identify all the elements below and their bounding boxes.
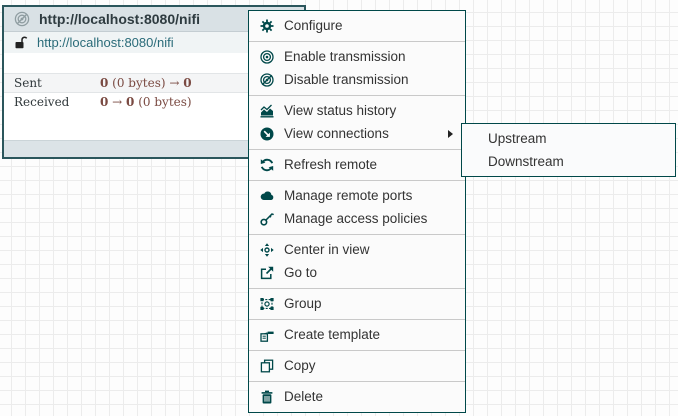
object-group-icon [259, 296, 275, 312]
menu-separator [249, 287, 465, 289]
menu-item-manage-access-policies[interactable]: Manage access policies [249, 207, 465, 230]
context-menu: Configure Enable transmission [248, 10, 466, 413]
rpg-title: http://localhost:8080/nifi [39, 11, 201, 27]
crosshairs-icon [259, 242, 275, 258]
stat-label: Received [14, 95, 70, 109]
stat-row-received: Received 0 → 0 (0 bytes) [4, 93, 304, 111]
menu-separator [249, 349, 465, 351]
menu-separator [249, 318, 465, 320]
menu-item-create-template[interactable]: Create template [249, 323, 465, 346]
cloud-icon [259, 188, 275, 204]
rpg-spacer [4, 53, 304, 73]
menu-item-group[interactable]: Group [249, 292, 465, 315]
stat-value: 0 (0 bytes) → 0 [100, 76, 192, 90]
menu-separator [249, 233, 465, 235]
stat-row-sent: Sent 0 (0 bytes) → 0 [4, 73, 304, 93]
status-history-chart-icon [259, 103, 275, 119]
rpg-target-uri[interactable]: http://localhost:8080/nifi [37, 35, 174, 50]
template-icon [259, 327, 275, 343]
menu-separator [249, 179, 465, 181]
external-link-icon [259, 265, 275, 281]
trash-icon [259, 389, 275, 405]
menu-item-copy[interactable]: Copy [249, 354, 465, 377]
menu-item-configure[interactable]: Configure [249, 14, 465, 37]
menu-item-go-to[interactable]: Go to [249, 261, 465, 284]
rpg-footer [4, 140, 304, 157]
stat-value: 0 → 0 (0 bytes) [100, 95, 192, 109]
menu-item-view-status-history[interactable]: View status history [249, 99, 465, 122]
menu-item-refresh-remote[interactable]: Refresh remote [249, 153, 465, 176]
stat-label: Sent [14, 76, 42, 90]
disable-transmission-icon [259, 72, 275, 88]
rpg-uri-row: http://localhost:8080/nifi [4, 32, 304, 53]
menu-separator [249, 148, 465, 150]
menu-item-delete[interactable]: Delete [249, 385, 465, 408]
menu-item-center-in-view[interactable]: Center in view [249, 238, 465, 261]
submenu-item-downstream[interactable]: Downstream [488, 154, 564, 169]
menu-separator [249, 380, 465, 382]
menu-separator [249, 40, 465, 42]
key-icon [259, 211, 275, 227]
view-connections-icon [259, 126, 275, 142]
copy-icon [259, 358, 275, 374]
unlocked-icon [14, 36, 28, 50]
menu-item-view-connections[interactable]: View connections [249, 122, 465, 145]
submenu-item-upstream[interactable]: Upstream [488, 131, 547, 146]
menu-item-enable-transmission[interactable]: Enable transmission [249, 45, 465, 68]
menu-item-manage-remote-ports[interactable]: Manage remote ports [249, 184, 465, 207]
menu-separator [249, 94, 465, 96]
transmission-disabled-icon [14, 11, 30, 27]
submenu-arrow-icon [448, 129, 453, 138]
enable-transmission-icon [259, 49, 275, 65]
menu-item-disable-transmission[interactable]: Disable transmission [249, 68, 465, 91]
gear-icon [259, 18, 275, 34]
refresh-icon [259, 157, 275, 173]
view-connections-submenu: Upstream Downstream [461, 123, 676, 177]
